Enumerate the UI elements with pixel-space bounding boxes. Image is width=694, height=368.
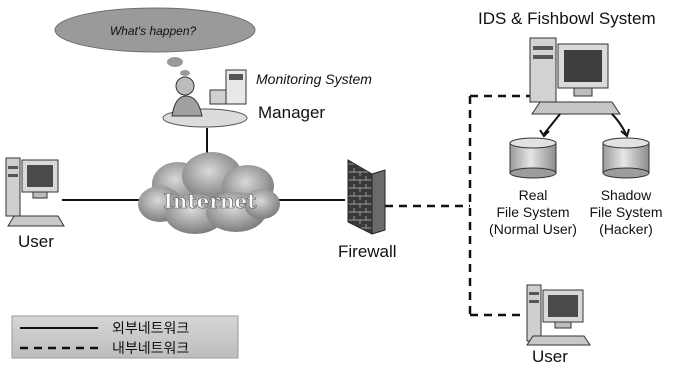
user-bottom-computer-icon <box>526 284 591 346</box>
real-fs-line2: File System <box>496 204 569 220</box>
real-file-system-icon <box>509 137 557 179</box>
ids-server-icon <box>529 37 621 115</box>
real-fs-line1: Real <box>519 187 548 203</box>
thought-bubble: What's happen? <box>54 7 256 76</box>
manager-label: Manager <box>258 103 325 122</box>
user-bottom-label: User <box>532 347 568 366</box>
thought-bubble-text: What's happen? <box>110 24 197 38</box>
legend: 외부네트워크 내부네트워크 <box>11 315 239 359</box>
manager-icon <box>162 69 248 128</box>
user-left-computer-icon <box>5 157 65 227</box>
shadow-fs-line1: Shadow <box>601 187 652 203</box>
real-fs-line3: (Normal User) <box>489 221 577 237</box>
legend-external-label: 외부네트워크 <box>112 321 189 337</box>
ids-to-storage-arrows <box>539 113 630 138</box>
shadow-fs-line2: File System <box>589 204 662 220</box>
firewall-icon <box>347 159 386 235</box>
firewall-label: Firewall <box>338 242 397 261</box>
internet-cloud: Internet <box>138 152 280 234</box>
user-left-label: User <box>18 232 54 251</box>
internet-label: Internet <box>164 189 258 213</box>
internal-network-lines <box>385 94 530 317</box>
monitoring-label: Monitoring System <box>256 71 372 87</box>
shadow-file-system-icon <box>602 137 650 179</box>
shadow-fs-line3: (Hacker) <box>599 221 653 237</box>
legend-internal-label: 내부네트워크 <box>112 341 189 357</box>
ids-title: IDS & Fishbowl System <box>478 9 656 28</box>
